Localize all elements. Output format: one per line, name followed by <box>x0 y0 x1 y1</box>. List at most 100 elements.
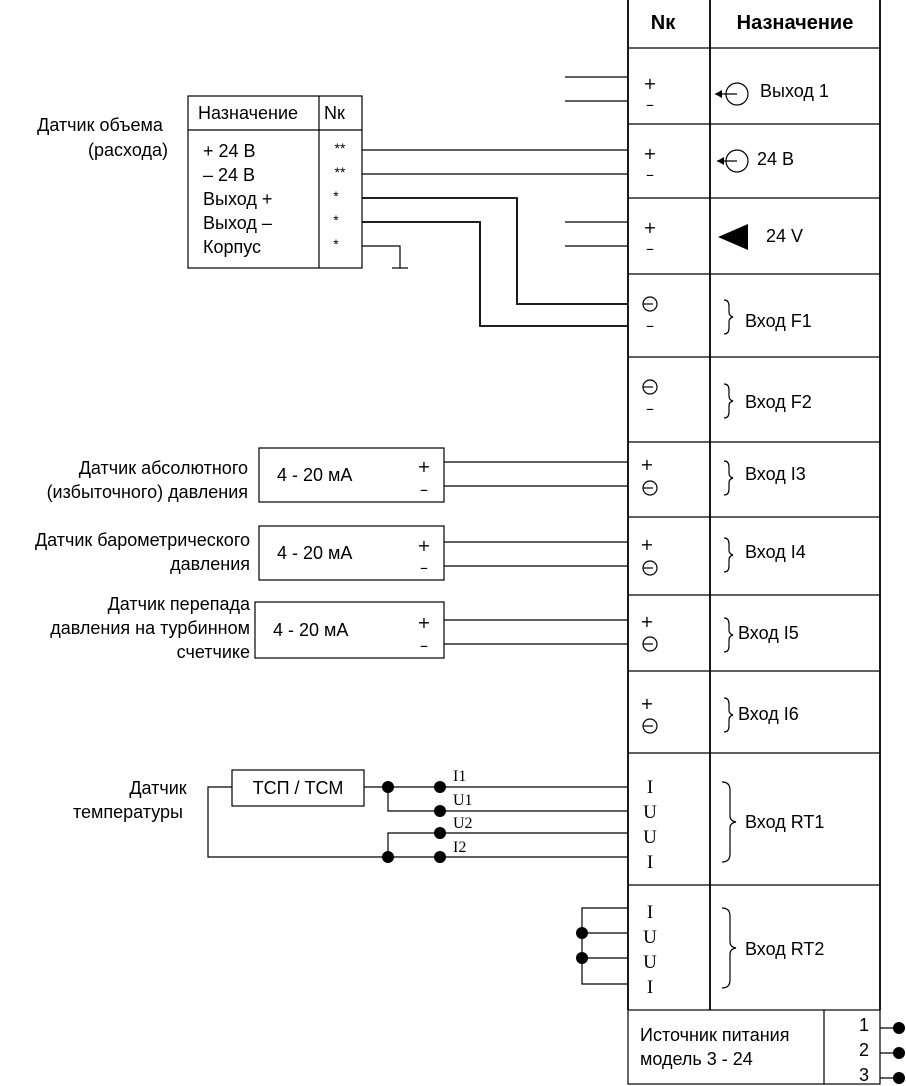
sensor-plus: + <box>417 536 430 555</box>
pin-i: I <box>647 852 653 873</box>
temperature-sensor: Датчик температуры ТСП / ТСМ I1 U1 U2 I2 <box>73 768 628 863</box>
output-circle-arrow-icon <box>715 82 749 106</box>
ground-circle-icon <box>642 718 658 734</box>
brace-icon <box>723 537 734 573</box>
pin-plus: + <box>643 144 656 163</box>
power-terminal-2 <box>893 1047 905 1059</box>
pin-minus: – <box>646 95 654 114</box>
sensor-plus: + <box>417 613 430 632</box>
flow-sensor-label: Датчик объема <box>37 115 164 135</box>
brace-icon <box>723 383 734 419</box>
pin-u: U <box>643 927 657 948</box>
brace-icon <box>723 617 734 653</box>
sensor-minus: – <box>420 480 428 499</box>
wire-label-i1: I1 <box>453 768 466 785</box>
power-pin-1: 1 <box>859 1015 869 1035</box>
pin-u: U <box>643 827 657 848</box>
purpose-input-rt1: Вход RT1 <box>745 812 824 832</box>
wire-label-u1: U1 <box>453 792 473 809</box>
differential-pressure-sensor: Датчик перепада давления на турбинном сч… <box>50 594 628 662</box>
temperature-sensor-label: Датчик <box>129 778 186 798</box>
header-nk: Nк <box>651 12 676 34</box>
flow-nk: * <box>333 236 339 252</box>
power-terminal-3 <box>893 1072 905 1084</box>
sensor-minus: – <box>420 636 428 655</box>
flow-sensor: Датчик объема (расхода) Назначение Nк + … <box>37 95 628 327</box>
flow-row-plus-24v: + 24 В <box>203 141 256 161</box>
pin-u: U <box>643 952 657 973</box>
power-supply: Источник питания модель 3 - 24 1 2 3 <box>627 1009 905 1085</box>
brace-icon <box>721 781 737 863</box>
flow-nk: * <box>333 188 339 204</box>
purpose-input-i4: Вход I4 <box>745 542 806 562</box>
stub-wires <box>565 76 628 247</box>
sensor-label: Датчик абсолютного <box>79 458 248 478</box>
sensor-label: давления на турбинном <box>50 618 250 638</box>
signal-range: 4 - 20 мА <box>277 543 352 563</box>
signal-range: 4 - 20 мА <box>277 465 352 485</box>
purpose-input-rt2: Вход RT2 <box>745 939 824 959</box>
ground-circle-icon <box>642 296 658 312</box>
pin-plus: + <box>640 694 653 713</box>
supply-circle-arrow-icon <box>717 149 749 173</box>
signal-range: 4 - 20 мА <box>273 620 348 640</box>
flow-nk: * <box>333 212 339 228</box>
power-supply-label: Источник питания <box>640 1025 789 1045</box>
flow-row-output-plus: Выход + <box>203 189 272 209</box>
brace-icon <box>721 907 737 989</box>
pin-i: I <box>647 777 653 798</box>
flow-sensor-label-sub: (расхода) <box>88 140 168 160</box>
sensor-label: (избыточного) давления <box>47 482 248 502</box>
wire-label-u2: U2 <box>453 815 473 832</box>
pin-minus: – <box>646 316 654 335</box>
purpose-24v-dc: 24 V <box>766 226 803 246</box>
barometric-pressure-sensor: Датчик барометрического давления 4 - 20 … <box>35 525 628 581</box>
sensor-plus: + <box>417 457 430 476</box>
power-terminal-1 <box>893 1022 905 1034</box>
pin-minus: – <box>646 239 654 258</box>
flow-row-output-minus: Выход – <box>203 213 272 233</box>
purpose-output-1: Выход 1 <box>760 81 829 101</box>
flow-row-housing: Корпус <box>203 237 261 257</box>
pin-minus: – <box>646 399 654 418</box>
sensor-minus: – <box>420 558 428 577</box>
sensor-label: Датчик перепада <box>108 594 251 614</box>
brace-icon <box>723 460 734 496</box>
terminal-block: Nк Назначение + – Выход 1 + – 24 В + – 2… <box>627 0 881 1010</box>
triangle-source-icon <box>718 224 748 250</box>
purpose-input-i3: Вход I3 <box>745 464 806 484</box>
rt2-jumpers <box>576 907 628 985</box>
flow-nk: ** <box>335 140 346 156</box>
temperature-sensor-label-sub: температуры <box>73 802 183 822</box>
absolute-pressure-sensor: Датчик абсолютного (избыточного) давлени… <box>47 447 628 503</box>
ground-circle-icon <box>642 379 658 395</box>
sensor-label: давления <box>170 554 250 574</box>
brace-icon <box>723 697 734 733</box>
pin-plus: + <box>643 218 656 237</box>
pin-i: I <box>647 977 653 998</box>
purpose-input-f1: Вход F1 <box>745 311 812 331</box>
pin-u: U <box>643 802 657 823</box>
ground-circle-icon <box>642 480 658 496</box>
sensor-label: Датчик барометрического <box>35 530 250 550</box>
power-supply-model: модель 3 - 24 <box>640 1049 753 1069</box>
power-pin-2: 2 <box>859 1040 869 1060</box>
flow-nk: ** <box>335 164 346 180</box>
flow-header-nk: Nк <box>324 103 345 123</box>
brace-icon <box>723 299 734 335</box>
pin-plus: + <box>640 455 653 474</box>
flow-header-purpose: Назначение <box>198 103 298 123</box>
header-purpose: Назначение <box>737 12 854 34</box>
power-pin-3: 3 <box>859 1065 869 1085</box>
wire-label-i2: I2 <box>453 839 466 856</box>
ground-circle-icon <box>642 560 658 576</box>
rtd-device-label: ТСП / ТСМ <box>253 778 344 798</box>
ground-circle-icon <box>642 636 658 652</box>
sensor-label: счетчике <box>177 642 250 662</box>
pin-i: I <box>647 902 653 923</box>
flow-row-minus-24v: – 24 В <box>203 165 255 185</box>
purpose-input-i6: Вход I6 <box>738 704 799 724</box>
pin-plus: + <box>640 535 653 554</box>
purpose-input-f2: Вход F2 <box>745 392 812 412</box>
